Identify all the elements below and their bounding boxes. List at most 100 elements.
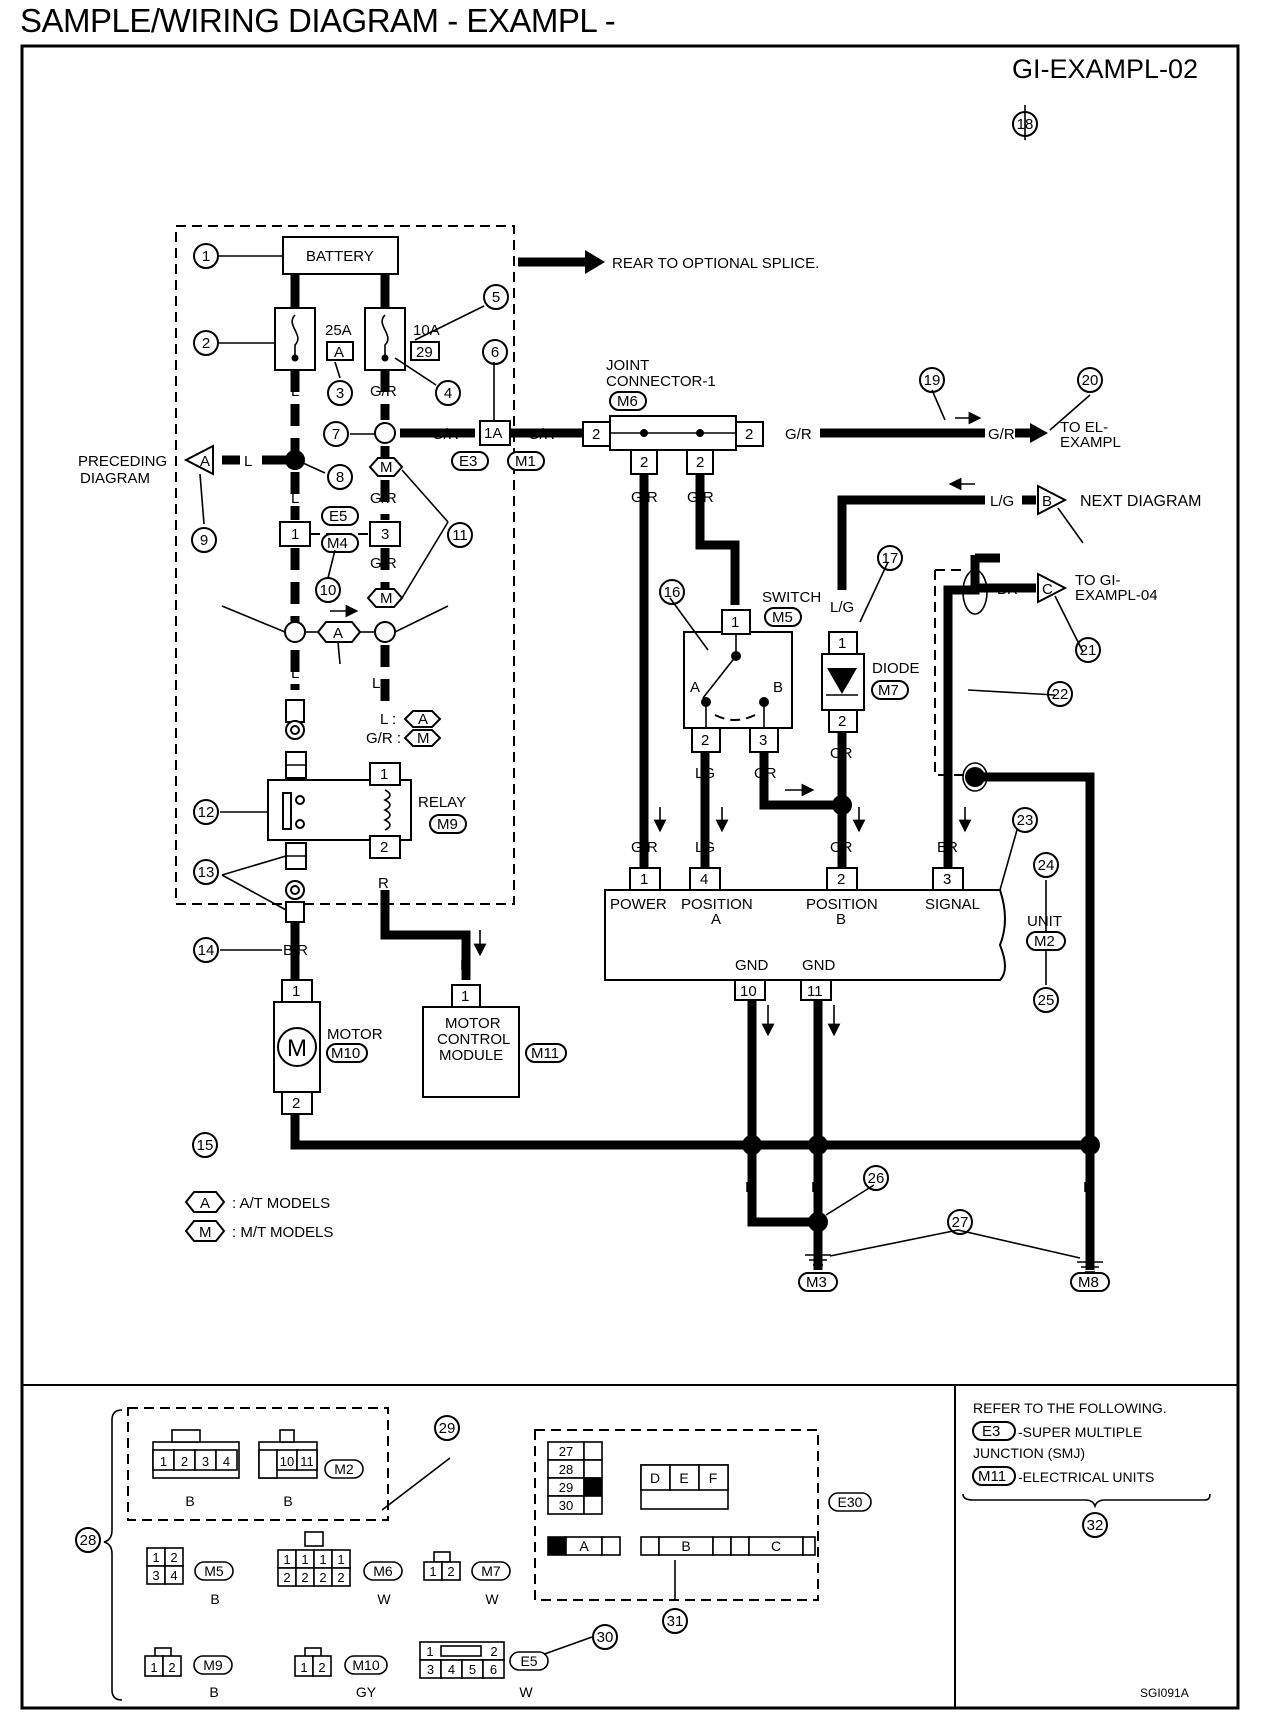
m2-conn-a-pin-2: 2 — [181, 1454, 188, 1469]
m7-latch — [433, 1551, 451, 1563]
pin-switch-1: 1 — [731, 614, 739, 631]
callout-32-circle — [1082, 1512, 1108, 1538]
wire-label-l-3: L — [291, 490, 299, 507]
reference-eu: -ELECTRICAL UNITS — [1018, 1469, 1154, 1485]
strip-bc-1 — [640, 1536, 660, 1556]
connector-e5-pin3 — [369, 521, 401, 547]
wire-label-lg2: L/G — [990, 493, 1014, 510]
m2-conn-a-color: B — [185, 1493, 194, 1509]
callout-10: 10 — [320, 582, 337, 599]
callout-14: 14 — [198, 942, 215, 959]
footer-code: SGI091A — [1140, 1686, 1189, 1700]
conn-m4-label: M4 — [327, 535, 348, 552]
callout-25-circle — [1033, 987, 1059, 1013]
unit-pos-b-2: B — [836, 911, 846, 928]
callout-6: 6 — [491, 344, 499, 361]
to-gi-label-1: TO GI- — [1075, 572, 1121, 589]
wire-label-b-2: B — [811, 1179, 821, 1196]
wire-label-l-2: L — [244, 453, 252, 470]
wire-label-br-motor: B/R — [283, 942, 308, 959]
wire-label-gr-7: G/R — [370, 555, 397, 572]
e5-conn-cell-3 — [482, 1659, 505, 1679]
unit-conn-label: M2 — [1034, 933, 1055, 950]
conn-e5-label: E5 — [329, 508, 347, 525]
strip-bc-2 — [712, 1536, 732, 1556]
m2-conn-a-pin-3: 3 — [202, 1454, 209, 1469]
callout-21: 21 — [1080, 642, 1097, 659]
conn-m1-label: M1 — [515, 453, 536, 470]
m7-conn-pin-1: 1 — [429, 1564, 436, 1579]
m2-connector-b-blank — [258, 1449, 278, 1479]
wire-label-gr-colon: G/R : — [366, 730, 401, 747]
m6-conn-pin-1: 1 — [301, 1552, 308, 1567]
callout-1: 1 — [202, 248, 210, 265]
rear-arrow — [585, 250, 605, 274]
wire-label-b-3: B — [1083, 1179, 1093, 1196]
m2-conn-a-cell-3 — [215, 1449, 238, 1471]
callout-14-circle — [193, 937, 219, 963]
m5-conn-pin-3: 3 — [152, 1568, 159, 1583]
pin-unit-10: 10 — [740, 983, 757, 1000]
callout-16: 16 — [664, 584, 681, 601]
wire-label-or-2: OR — [754, 765, 777, 782]
mcm-body — [422, 1006, 520, 1098]
m2-conn-a-pin-1: 1 — [160, 1454, 167, 1469]
splice-l-junction — [285, 450, 305, 470]
to-gi-letter: C — [1042, 581, 1053, 598]
switch-pos-b: B — [773, 679, 783, 696]
next-diagram-label: NEXT DIAGRAM — [1080, 493, 1202, 510]
pin-joint-down2: 2 — [696, 454, 704, 471]
ground-m8-label: M8 — [1078, 1274, 1099, 1291]
wire-label-l-5: L — [291, 665, 299, 682]
pin-e5-1: 1 — [291, 526, 299, 543]
m6-conn-pin-2: 2 — [301, 1570, 308, 1585]
option-m-hex-1-label: M — [380, 459, 393, 476]
switch-pos-a: A — [690, 679, 700, 696]
wire-label-r-2: R — [460, 957, 471, 974]
relay-cell-F — [698, 1464, 729, 1491]
fuse-slot-30 — [583, 1495, 603, 1515]
callout-23: 23 — [1017, 812, 1034, 829]
pin-joint-right: 2 — [745, 426, 753, 443]
callout-8: 8 — [336, 469, 344, 486]
pin-joint-left: 2 — [592, 426, 600, 443]
wire-label-r: R — [378, 875, 389, 892]
reference-heading: REFER TO THE FOLLOWING. — [973, 1400, 1167, 1416]
unit-power: POWER — [610, 896, 667, 913]
callout-26-circle — [863, 1165, 889, 1191]
splice-l-optional — [284, 621, 306, 643]
m6-conn-cell-7 — [331, 1567, 351, 1587]
conn-1a-label: 1A — [484, 425, 502, 442]
fuse-10a-rating: 10A — [413, 322, 440, 339]
m6-conn-pin-1: 1 — [337, 1552, 344, 1567]
callout-15: 15 — [197, 1137, 214, 1154]
page-frame — [20, 44, 1240, 1710]
joint-label-1: JOINT — [606, 357, 649, 374]
strip-bc-3 — [730, 1536, 750, 1556]
callout-32: 32 — [1087, 1517, 1104, 1534]
switch-body — [683, 631, 793, 729]
callout-28: 28 — [80, 1532, 97, 1549]
e5-conn-pin-6: 6 — [490, 1662, 497, 1677]
callout-7: 7 — [332, 426, 340, 443]
pin-joint-down1: 2 — [640, 454, 648, 471]
m2-conn-a-pin-4: 4 — [223, 1454, 230, 1469]
callout-4: 4 — [444, 385, 452, 402]
m6-latch — [304, 1531, 324, 1547]
pin-unit-11: 11 — [807, 983, 823, 1000]
next-letter: B — [1042, 493, 1052, 510]
pin-relay-1: 1 — [380, 766, 388, 783]
callout-12-circle — [193, 799, 219, 825]
m7-color: W — [485, 1591, 499, 1607]
wire-label-gr-9: G/R — [687, 489, 714, 506]
callout-21-circle — [1075, 637, 1101, 663]
reference-smj-1: -SUPER MULTIPLE — [1018, 1424, 1142, 1440]
e5-conn-label-pill — [509, 1651, 549, 1671]
callout-11: 11 — [452, 527, 468, 544]
callout-29: 29 — [439, 1420, 456, 1437]
page-title: SAMPLE/WIRING DIAGRAM - EXAMPL - — [20, 2, 616, 39]
pin-switch-3: 3 — [759, 732, 767, 749]
m10-conn-cell-1 — [312, 1655, 332, 1677]
m10-color: GY — [356, 1684, 377, 1700]
